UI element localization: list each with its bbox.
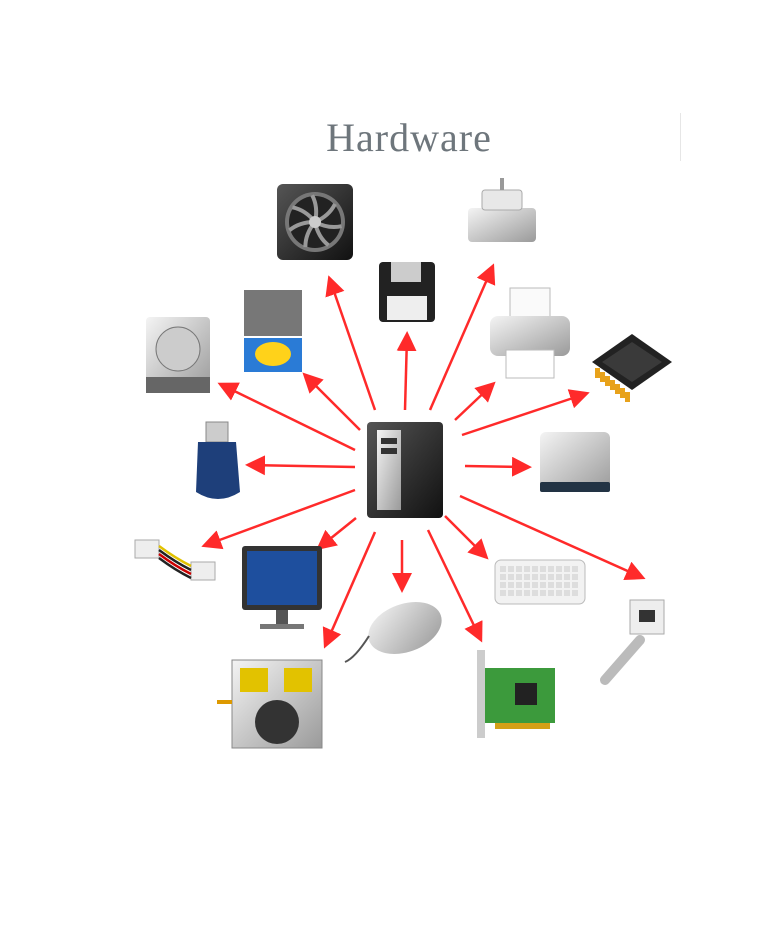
power-connector-cable-icon [134, 539, 216, 581]
parallel-port-connector-icon [468, 178, 536, 242]
connection-arrow [201, 488, 356, 550]
monitor-icon [242, 546, 322, 629]
connection-arrow [322, 531, 377, 649]
keyboard-icon [494, 559, 586, 605]
connection-arrow [426, 529, 483, 643]
hard-disk-icon [146, 317, 210, 393]
computer-tower-icon [367, 422, 443, 518]
diagram-title: Hardware [326, 115, 492, 160]
connection-arrow [454, 381, 496, 421]
connection-arrow [302, 372, 361, 431]
optical-drive-icon [244, 290, 302, 372]
connection-arrow [316, 517, 357, 551]
connection-arrow [428, 263, 496, 411]
floppy-disk-icon [379, 262, 435, 322]
ethernet-cable-icon [600, 599, 665, 685]
connection-arrow [444, 515, 489, 560]
connection-arrow [461, 389, 590, 437]
connection-arrow [464, 456, 532, 477]
connection-arrow [459, 494, 646, 581]
connection-arrow [396, 331, 417, 411]
cpu-fan-icon [277, 184, 353, 260]
connection-arrow [245, 455, 356, 476]
printer-icon [490, 287, 570, 379]
power-supply-icon [217, 659, 323, 749]
external-drive-icon [540, 432, 610, 492]
memory-chip-icon [592, 334, 672, 402]
divider [680, 113, 681, 161]
connection-arrow [217, 382, 356, 452]
sound-card-icon [477, 650, 555, 738]
usb-drive-icon [196, 421, 240, 499]
mouse-icon [344, 601, 442, 663]
connection-arrow [325, 275, 377, 411]
